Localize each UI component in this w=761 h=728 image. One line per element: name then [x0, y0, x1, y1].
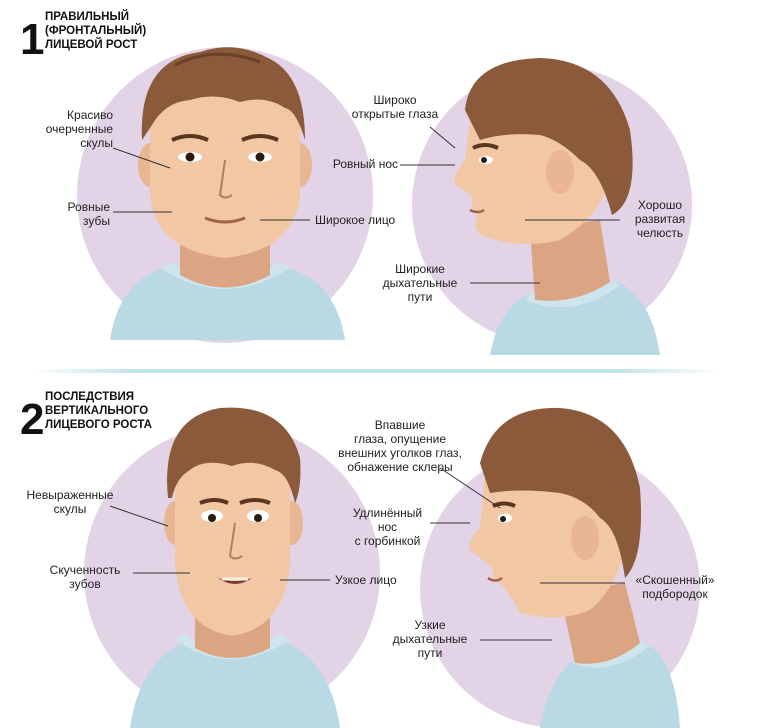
label-face: Широкое лицо [315, 213, 396, 227]
section-heading: ПРАВИЛЬНЫЙ (ФРОНТАЛЬНЫЙ) ЛИЦЕВОЙ РОСТ [45, 11, 147, 51]
label-nose: Удлинённый нос с горбинкой [352, 506, 423, 548]
section2-illustrations [84, 407, 700, 728]
label-nose: Ровный нос [332, 157, 398, 171]
front-face-illustration [77, 47, 373, 343]
section-vertical-growth: 2 ПОСЛЕДСТВИЯ ВЕРТИКАЛЬНОГО ЛИЦЕВОГО РОС… [0, 378, 761, 728]
label-face: Узкое лицо [335, 573, 397, 587]
section1-leader-lines [112, 126, 620, 284]
label-chin: «Скошенный» подбородок [635, 573, 715, 601]
section-number: 1 [20, 15, 45, 64]
label-teeth: Ровные зубы [67, 200, 110, 228]
label-airways: Узкие дыхательные пути [392, 618, 468, 660]
section-correct-growth: 1 ПРАВИЛЬНЫЙ (ФРОНТАЛЬНЫЙ) ЛИЦЕВОЙ РОСТ … [20, 11, 692, 355]
label-jaw: Хорошо развитая челюсть [634, 198, 686, 240]
section-heading: ПОСЛЕДСТВИЯ ВЕРТИКАЛЬНОГО ЛИЦЕВОГО РОСТА [45, 391, 152, 431]
label-eyes: Впавшие глаза, опущение внешних уголков … [338, 418, 462, 474]
label-eyes: Широко открытые глаза [351, 93, 439, 121]
section-divider [30, 369, 720, 373]
section1-illustrations [77, 47, 692, 355]
label-airways: Широкие дыхательные пути [382, 262, 458, 304]
label-cheekbones: Красиво очерченные скулы [45, 108, 113, 150]
section-number: 2 [20, 395, 45, 444]
section2-leader-lines [109, 467, 625, 641]
profile-face-illustration [420, 407, 700, 728]
label-teeth: Скученность зубов [49, 563, 121, 591]
front-face-illustration [84, 407, 380, 728]
profile-face-illustration [412, 58, 692, 355]
label-cheekbones: Невыраженные скулы [26, 488, 114, 516]
